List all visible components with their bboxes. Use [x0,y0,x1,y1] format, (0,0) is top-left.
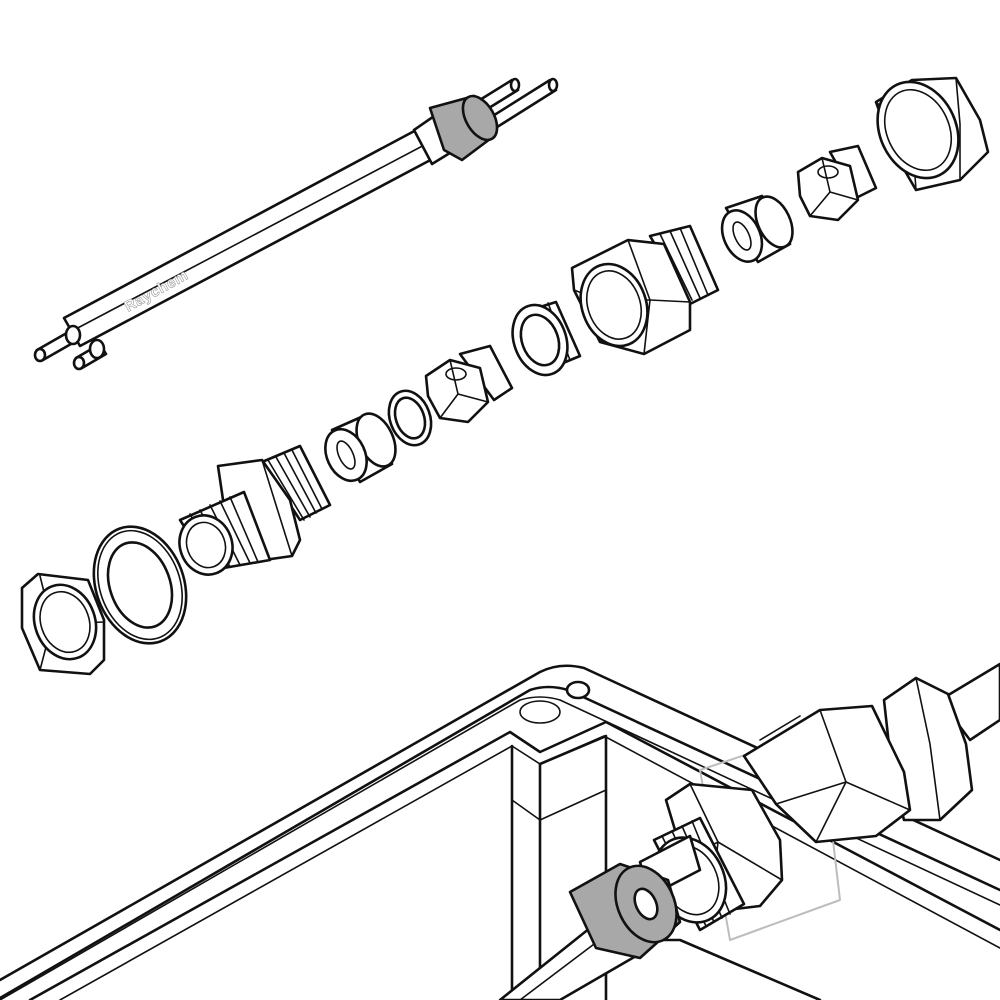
sealing-washer [92,525,188,645]
enclosure-corner [0,664,1000,1000]
threaded-ring [511,300,582,377]
hex-coupling-nut [570,224,720,356]
cable-with-grommet: Raychem [33,77,559,371]
sealing-insert-small [720,194,794,264]
o-ring [387,389,433,447]
compression-fitting-small [796,144,878,222]
installed-gland [498,662,1000,1000]
threaded-body [178,444,332,576]
sealing-insert [324,412,397,484]
locknut [20,572,106,676]
cap-nut [874,76,990,192]
compression-fitting [424,344,514,424]
